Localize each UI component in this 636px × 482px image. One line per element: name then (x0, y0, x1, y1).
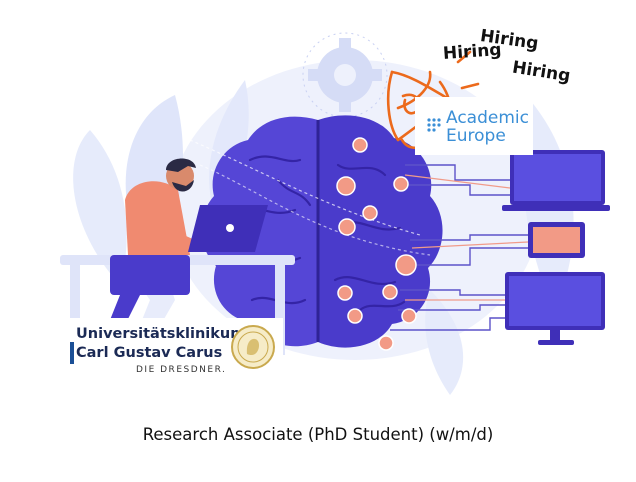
academic-europe-line2: Europe (446, 126, 506, 146)
laptop-icon (502, 150, 610, 211)
monitor-icon (505, 272, 605, 345)
university-tagline: DIE DRESDNER. (136, 365, 227, 375)
seal-icon (231, 325, 275, 369)
large-gear-icon (308, 38, 382, 112)
hiring-word: Hiring (442, 39, 503, 65)
university-line2: Carl Gustav Carus (76, 345, 223, 361)
university-name: Universitätsklinikum Carl Gustav Carus (76, 325, 245, 363)
job-title-caption: Research Associate (PhD Student) (w/m/d) (142, 425, 494, 444)
academic-europe-logo[interactable]: Academic Europe (415, 97, 533, 155)
tablet-icon (528, 222, 585, 258)
logo-accent-bar (70, 342, 74, 364)
university-logo[interactable]: Universitätsklinikum Carl Gustav Carus D… (70, 318, 283, 381)
university-line1: Universitätsklinikum (76, 326, 246, 342)
academic-europe-wordmark: Academic Europe (446, 109, 529, 145)
academic-europe-line1: Academic (446, 108, 529, 128)
dots-logo-icon (427, 118, 441, 132)
